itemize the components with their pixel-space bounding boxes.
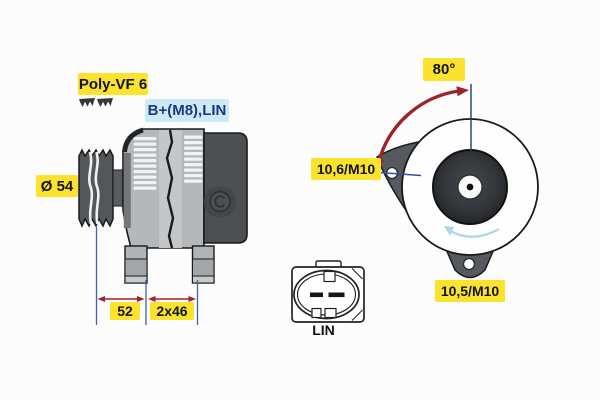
connector-label: LIN: [312, 322, 335, 338]
top-hole-label: 10,6/M10: [311, 158, 381, 180]
connector-key-bottom: [324, 307, 337, 319]
dimension-lines: [95, 227, 199, 325]
pulley-break-line: [94, 151, 100, 225]
rear-view: [374, 84, 539, 279]
mount-foot-left: [124, 245, 148, 284]
dimension-arrows: [97, 296, 196, 302]
rotation-arrow: [448, 228, 500, 238]
belt-type-label: Poly-VF 6: [78, 73, 148, 95]
bottom-hole-label: 10,5/M10: [435, 280, 505, 302]
mount-hole-bottom: [462, 257, 476, 271]
connector-collar-outer: [293, 269, 360, 320]
housing-front-shade: [123, 153, 131, 228]
connector-pin: [328, 292, 345, 298]
angle-arrowhead-top: [456, 86, 469, 97]
shaft: [112, 169, 124, 207]
connector-key-bottom: [311, 307, 322, 319]
cooling-fins: [133, 135, 203, 190]
rotation-arrowhead: [444, 226, 454, 236]
terminal-boss-inner: [210, 192, 230, 212]
leader-line: [379, 171, 422, 177]
housing-top-cap: [122, 127, 144, 153]
side-view: ©: [78, 98, 248, 325]
housing-seam: [165, 129, 175, 249]
pulley-diameter-label: Ø 54: [36, 175, 78, 197]
belt-profile-icon: [79, 98, 95, 107]
angle-arc: [377, 89, 460, 162]
connector-chamfer: [351, 309, 363, 321]
terminal-label: B+(M8),LIN: [145, 99, 229, 122]
belt-profile-icon: [97, 98, 113, 107]
connector-pin: [310, 292, 323, 298]
lin-connector: [291, 260, 365, 323]
dimension-2x46-label: 2x46: [150, 302, 194, 320]
dimension-52-label: 52: [110, 302, 140, 320]
swing-angle-label: 80°: [423, 58, 465, 81]
pulley-break-line: [87, 151, 94, 225]
connector-chamfer: [351, 268, 363, 280]
hub-center: [466, 183, 474, 191]
connector-key-top: [323, 270, 336, 283]
copyright-watermark: ©: [209, 186, 231, 219]
mount-foot-right: [191, 245, 215, 284]
